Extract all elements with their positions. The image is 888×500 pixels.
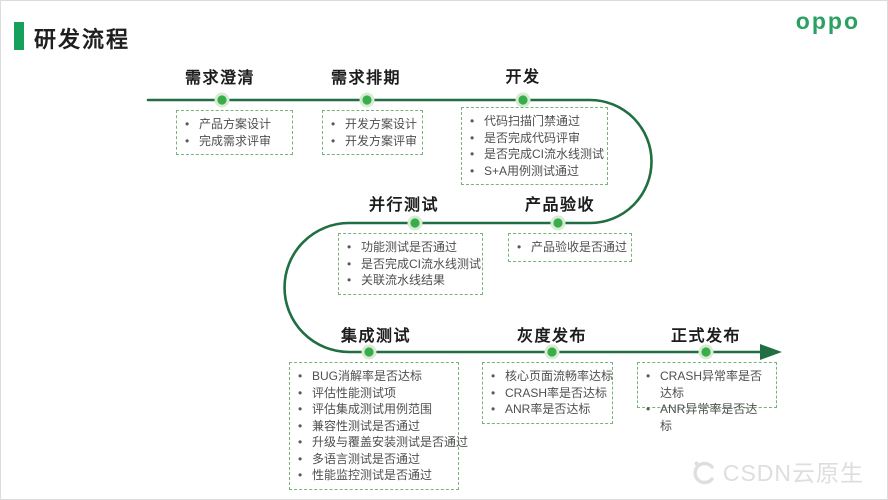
stage-label-parallel-testing: 并行测试 — [368, 197, 440, 214]
checklist-items: 功能测试是否通过是否完成CI流水线测试关联流水线结果 — [344, 239, 481, 289]
checklist-requirement-clarification: 产品方案设计完成需求评审 — [176, 110, 293, 155]
stage-node-requirement-scheduling — [359, 92, 375, 108]
checklist-item: 评估集成测试用例范围 — [295, 401, 451, 418]
checklist-item: 开发方案评审 — [328, 133, 417, 150]
watermark: CSDN云原生 — [688, 454, 864, 488]
checklist-item: CRASH异常率是否达标 — [643, 368, 769, 401]
watermark-text: CSDN云原生 — [722, 460, 864, 486]
stage-node-official-release — [698, 344, 714, 360]
checklist-item: S+A用例测试通过 — [467, 163, 600, 180]
checklist-item: 升级与覆盖安装测试是否通过 — [295, 434, 468, 451]
checklist-item: 兼容性测试是否通过 — [295, 418, 451, 435]
checklist-official-release: CRASH异常率是否达标ANR异常率是否达标 — [637, 362, 777, 433]
title-accent-bar — [14, 22, 24, 50]
checklist-item: 核心页面流畅率达标 — [488, 368, 613, 385]
checklist-item: 产品方案设计 — [182, 116, 285, 133]
checklist-item: 是否完成CI流水线测试 — [467, 146, 604, 163]
stage-node-integration-testing — [361, 344, 377, 360]
stage-label-integration-testing: 集成测试 — [340, 328, 412, 345]
checklist-item: 关联流水线结果 — [344, 272, 475, 289]
stage-node-requirement-clarification — [214, 92, 230, 108]
checklist-items: 产品方案设计完成需求评审 — [182, 116, 285, 149]
stage-node-gray-release — [544, 344, 560, 360]
checklist-product-acceptance: 产品验收是否通过 — [508, 233, 632, 262]
checklist-items: 代码扫描门禁通过是否完成代码评审是否完成CI流水线测试S+A用例测试通过 — [467, 113, 604, 180]
stage-node-parallel-testing — [407, 215, 423, 231]
checklist-items: 产品验收是否通过 — [514, 239, 627, 256]
checklist-items: BUG消解率是否达标评估性能测试项评估集成测试用例范围兼容性测试是否通过升级与覆… — [295, 368, 468, 484]
checklist-item: 开发方案设计 — [328, 116, 417, 133]
checklist-item: 是否完成CI流水线测试 — [344, 256, 481, 273]
checklist-items: 核心页面流畅率达标CRASH率是否达标ANR率是否达标 — [488, 368, 613, 418]
checklist-requirement-scheduling: 开发方案设计开发方案评审 — [322, 110, 423, 155]
checklist-item: 性能监控测试是否通过 — [295, 467, 451, 484]
checklist-item: 评估性能测试项 — [295, 385, 451, 402]
checklist-items: CRASH异常率是否达标ANR异常率是否达标 — [643, 368, 769, 434]
csdn-logo-icon — [688, 458, 718, 485]
stage-node-development — [515, 92, 531, 108]
checklist-parallel-testing: 功能测试是否通过是否完成CI流水线测试关联流水线结果 — [338, 233, 483, 295]
stage-label-official-release: 正式发布 — [670, 328, 742, 345]
checklist-gray-release: 核心页面流畅率达标CRASH率是否达标ANR率是否达标 — [482, 362, 613, 424]
checklist-item: 多语言测试是否通过 — [295, 451, 451, 468]
oppo-logo: oppo — [795, 8, 860, 34]
checklist-item: 完成需求评审 — [182, 133, 285, 150]
stage-label-development: 开发 — [505, 69, 541, 86]
stage-label-product-acceptance: 产品验收 — [524, 197, 596, 214]
checklist-item: ANR异常率是否达标 — [643, 401, 769, 434]
checklist-item: BUG消解率是否达标 — [295, 368, 451, 385]
flow-arrowhead-icon — [760, 344, 782, 360]
checklist-item: 功能测试是否通过 — [344, 239, 475, 256]
stage-label-requirement-clarification: 需求澄清 — [184, 70, 256, 87]
checklist-integration-testing: BUG消解率是否达标评估性能测试项评估集成测试用例范围兼容性测试是否通过升级与覆… — [289, 362, 468, 490]
stage-node-product-acceptance — [550, 215, 566, 231]
checklist-item: ANR率是否达标 — [488, 401, 605, 418]
checklist-items: 开发方案设计开发方案评审 — [328, 116, 417, 150]
page-title: 研发流程 — [34, 27, 131, 52]
flow-line — [146, 98, 764, 354]
checklist-item: 是否完成代码评审 — [467, 130, 600, 147]
stage-label-requirement-scheduling: 需求排期 — [330, 70, 402, 87]
checklist-development: 代码扫描门禁通过是否完成代码评审是否完成CI流水线测试S+A用例测试通过 — [461, 107, 608, 185]
checklist-item: 代码扫描门禁通过 — [467, 113, 600, 130]
checklist-item: 产品验收是否通过 — [514, 239, 627, 256]
checklist-item: CRASH率是否达标 — [488, 385, 607, 402]
stage-label-gray-release: 灰度发布 — [516, 328, 588, 345]
